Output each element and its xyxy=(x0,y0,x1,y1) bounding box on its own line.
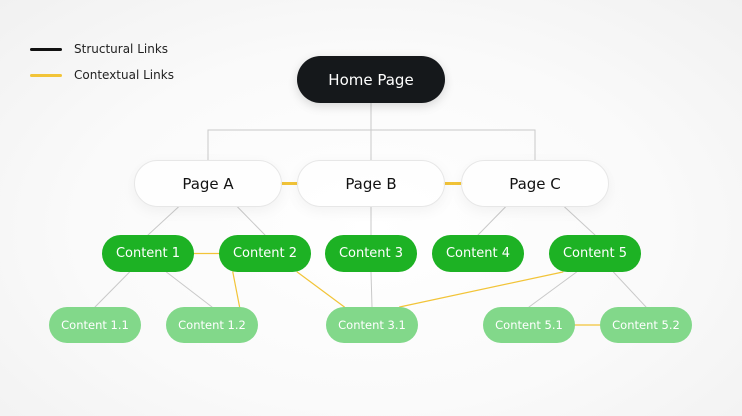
node-content-1-2: Content 1.2 xyxy=(166,307,258,343)
node-content-5-2: Content 5.2 xyxy=(600,307,692,343)
contextual-link-content_2-to-content_1_2 xyxy=(232,271,241,308)
legend-swatch-structural xyxy=(30,47,62,51)
structural-link-page_a-to-content_2 xyxy=(237,206,266,236)
node-content-1-1: Content 1.1 xyxy=(49,307,141,343)
legend-label-structural: Structural Links xyxy=(74,42,169,56)
structural-link-content_3-to-content_3_1 xyxy=(370,271,373,308)
legend-label-contextual: Contextual Links xyxy=(74,68,174,82)
structural-link-page_a-to-content_1 xyxy=(147,206,179,236)
legend-item-contextual: Contextual Links xyxy=(30,64,174,86)
node-home-page: Home Page xyxy=(297,56,445,103)
node-page-b: Page B xyxy=(297,160,445,207)
structural-link-content_1-to-content_1_2 xyxy=(165,271,213,308)
structural-link-content_5-to-content_5_2 xyxy=(612,271,647,308)
structural-link-home-to-page_a xyxy=(207,103,372,160)
node-content-5-1: Content 5.1 xyxy=(483,307,575,343)
structural-link-content_1-to-content_1_1 xyxy=(94,271,131,308)
node-content-5: Content 5 xyxy=(549,235,641,272)
node-content-4: Content 4 xyxy=(432,235,524,272)
structural-link-content_5-to-content_5_1 xyxy=(528,271,578,308)
node-content-3-1: Content 3.1 xyxy=(326,307,418,343)
node-content-2: Content 2 xyxy=(219,235,311,272)
contextual-link-content_2-to-content_3_1 xyxy=(296,271,345,308)
structural-link-home-to-page_c xyxy=(370,103,536,160)
structural-link-page_c-to-content_4 xyxy=(477,206,506,236)
legend-swatch-contextual xyxy=(30,73,62,77)
node-page-a: Page A xyxy=(134,160,282,207)
legend-item-structural: Structural Links xyxy=(30,38,174,60)
node-content-1: Content 1 xyxy=(102,235,194,272)
node-content-3: Content 3 xyxy=(325,235,417,272)
legend: Structural Links Contextual Links xyxy=(30,38,174,90)
contextual-link-content_5-to-content_3_1 xyxy=(399,271,564,308)
structural-link-page_c-to-content_5 xyxy=(564,206,596,236)
node-page-c: Page C xyxy=(461,160,609,207)
